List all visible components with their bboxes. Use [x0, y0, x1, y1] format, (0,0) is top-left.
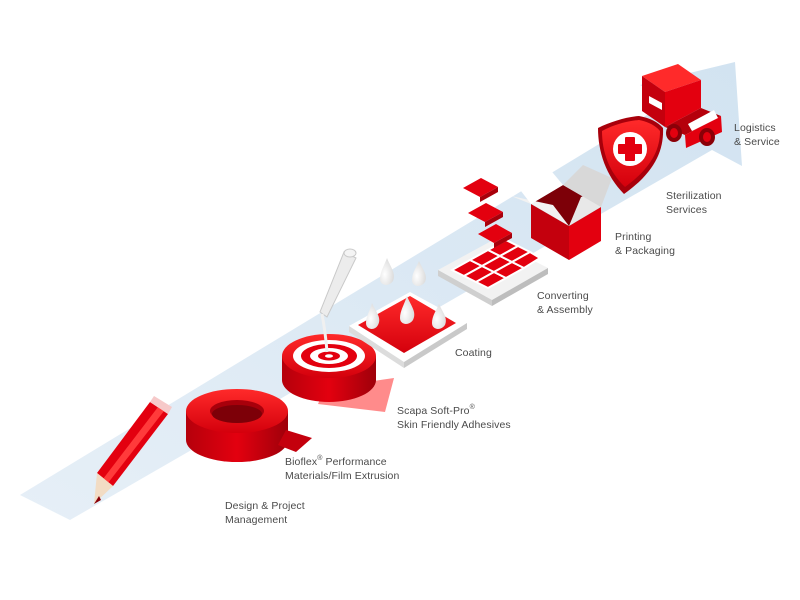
- label-softpro-line-2: Skin Friendly Adhesives: [397, 418, 511, 432]
- label-bioflex-line-2: Materials/Film Extrusion: [285, 469, 399, 483]
- label-bioflex-brand: Bioflex: [285, 456, 317, 468]
- label-printing-line-1: Printing: [615, 230, 675, 244]
- label-converting-line-2: & Assembly: [537, 303, 593, 317]
- label-softpro: Scapa Soft-Pro® Skin Friendly Adhesives: [397, 404, 511, 432]
- label-logistics-line-1: Logistics: [734, 121, 780, 135]
- label-coating-line-1: Coating: [455, 346, 492, 360]
- label-printing: Printing & Packaging: [615, 230, 675, 258]
- label-softpro-line-1: Scapa Soft-Pro®: [397, 404, 511, 418]
- label-sterilization-line-2: Services: [666, 203, 722, 217]
- label-sterilization: Sterilization Services: [666, 189, 722, 217]
- label-softpro-mark: ®: [470, 404, 475, 411]
- label-converting-line-1: Converting: [537, 289, 593, 303]
- label-logistics-line-2: & Service: [734, 135, 780, 149]
- label-design-line-1: Design & Project: [225, 499, 305, 513]
- label-logistics: Logistics & Service: [734, 121, 780, 149]
- label-design-line-2: Management: [225, 513, 305, 527]
- label-sterilization-line-1: Sterilization: [666, 189, 722, 203]
- label-bioflex: Bioflex® Performance Materials/Film Extr…: [285, 455, 399, 483]
- tape-roll-icon: [186, 389, 312, 462]
- label-coating: Coating: [455, 346, 492, 360]
- label-softpro-brand: Scapa Soft-Pro: [397, 405, 470, 417]
- label-design: Design & Project Management: [225, 499, 305, 527]
- label-printing-line-2: & Packaging: [615, 244, 675, 258]
- label-converting: Converting & Assembly: [537, 289, 593, 317]
- label-bioflex-line-1: Bioflex® Performance: [285, 455, 399, 469]
- label-bioflex-mark: ®: [317, 455, 322, 462]
- label-bioflex-word: Performance: [326, 456, 387, 468]
